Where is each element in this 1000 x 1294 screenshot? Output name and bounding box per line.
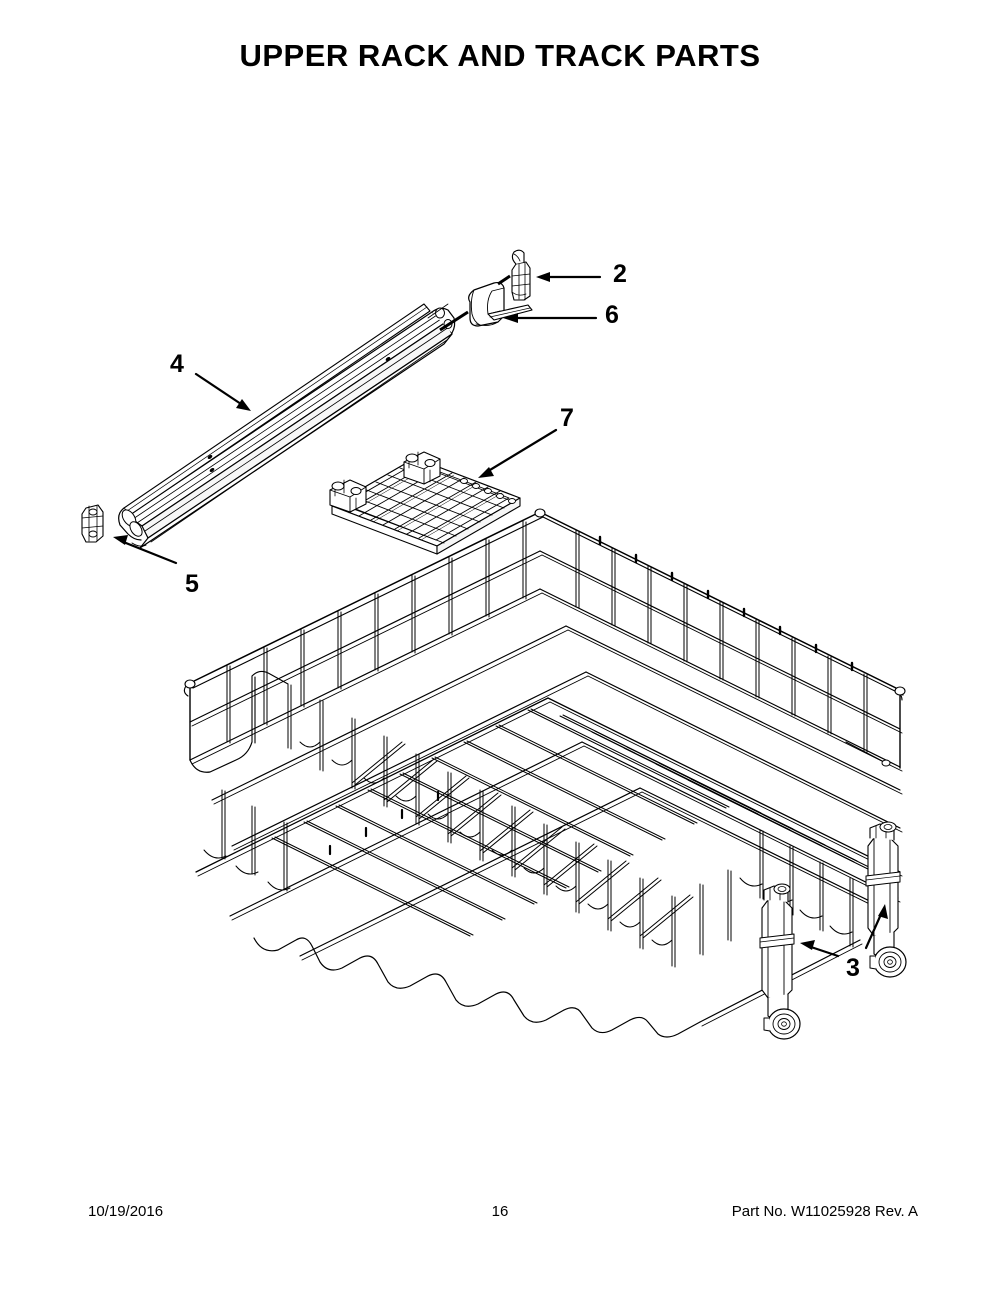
callout-number-7: 7 [560, 404, 574, 432]
upper-dish-rack-assembly [183, 508, 906, 1038]
part-6-rail-end-cap [468, 281, 533, 327]
part-4-rail-track [118, 303, 456, 549]
part-3-roller-wheel-assembly-right [865, 821, 907, 978]
diagram-linework [81, 249, 907, 1040]
callout-number-3: 3 [846, 954, 860, 982]
page-title: UPPER RACK AND TRACK PARTS [239, 38, 761, 73]
part-3-roller-wheel-assembly-left [759, 883, 801, 1040]
callout-number-6: 6 [605, 301, 619, 329]
callout-number-4: 4 [170, 350, 184, 378]
part-2-rail-stop-clip [511, 249, 531, 301]
page-footer: 10/19/2016 16 Part No. W11025928 Rev. A [0, 1203, 1000, 1231]
footer-date: 10/19/2016 [88, 1203, 164, 1220]
callout-number-2: 2 [613, 260, 627, 288]
footer-part-number: Part No. W11025928 Rev. A [731, 1203, 918, 1220]
part-5-rail-end-stop [81, 504, 104, 543]
assembly-guide-lines [439, 274, 511, 332]
callout-leaders [113, 272, 888, 958]
part-7-rack-grid-shelf [329, 451, 521, 555]
callout-number-5: 5 [185, 570, 199, 598]
footer-page-number: 16 [491, 1203, 509, 1220]
